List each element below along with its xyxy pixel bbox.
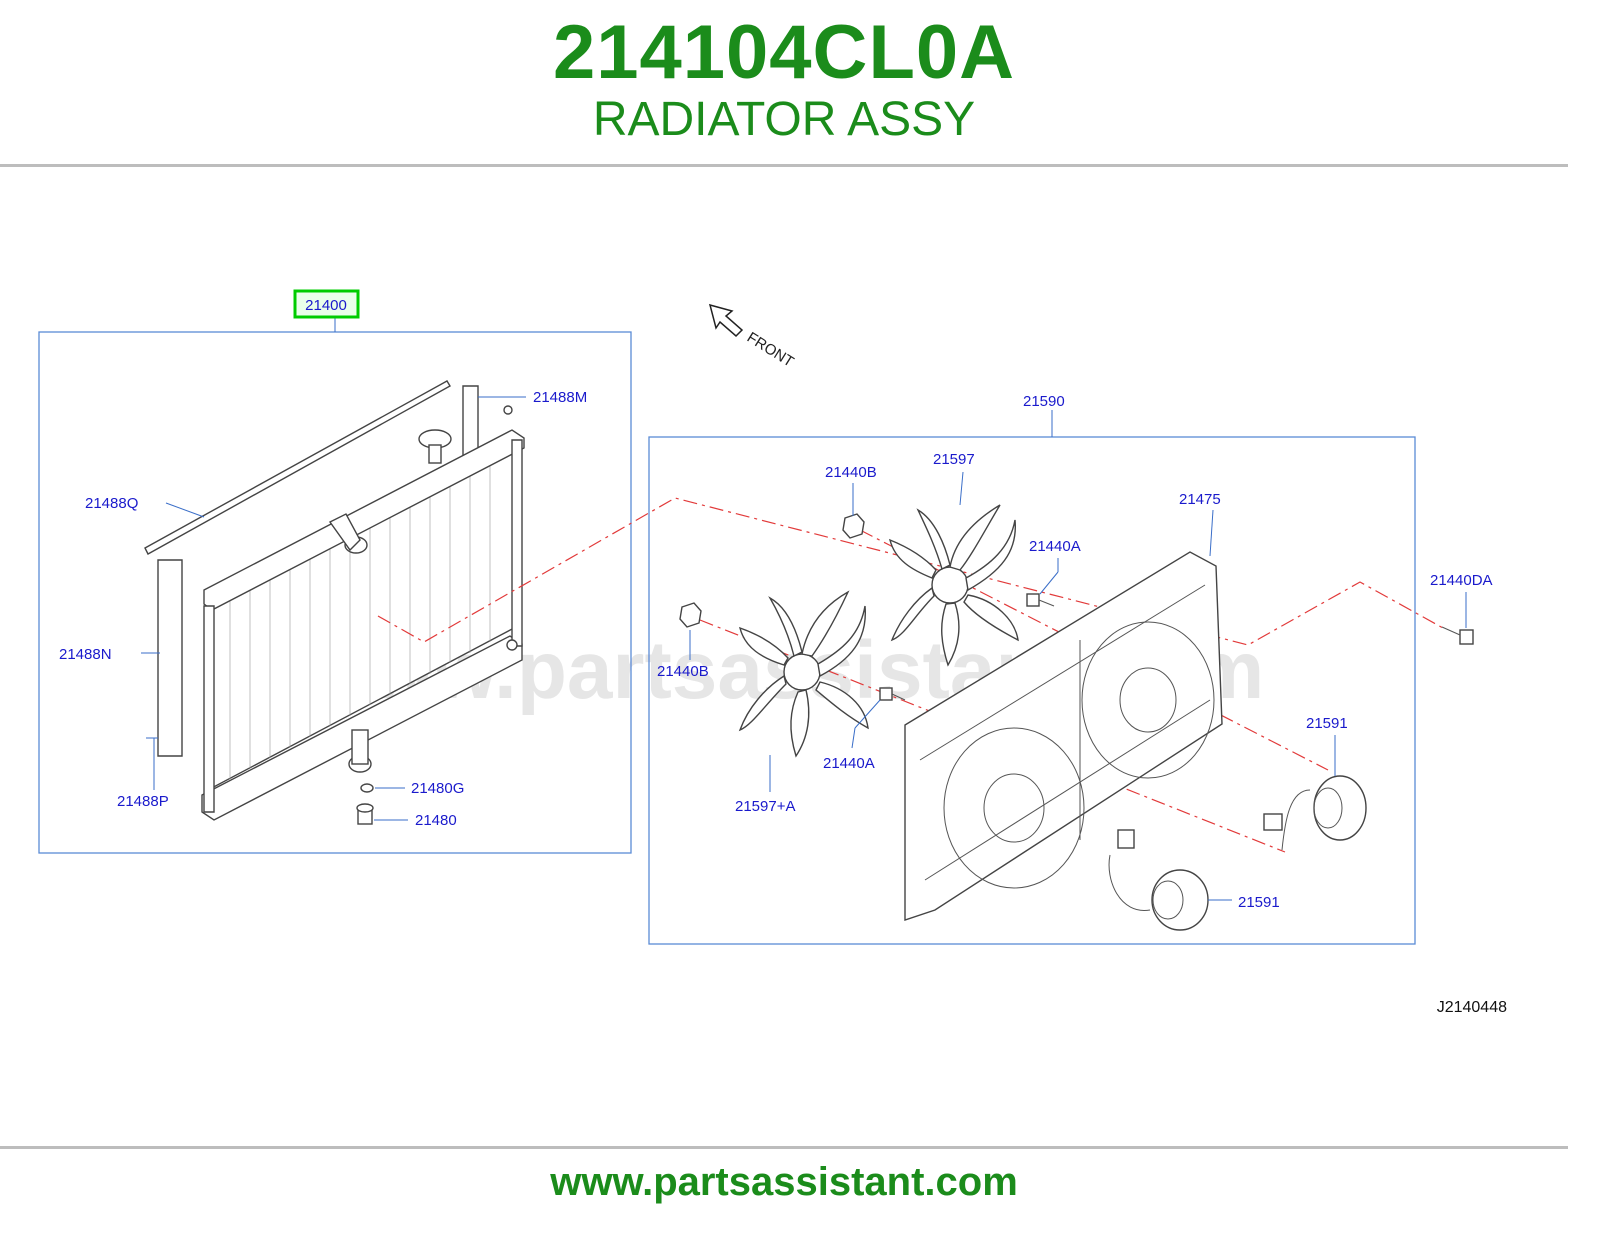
callout-21400[interactable]: 21400 [305,297,347,314]
callout-21591-bottom[interactable]: 21591 [1238,894,1280,911]
parts-diagram: www.partsassistant.com FRONT 21400 [38,289,1507,1016]
callout-21440DA[interactable]: 21440DA [1430,572,1493,589]
drawing-code: J2140448 [1437,999,1507,1016]
nut-21440B-lower-icon [679,602,702,628]
callout-21475[interactable]: 21475 [1179,491,1221,508]
callout-21591-right[interactable]: 21591 [1306,715,1348,732]
callout-21488P[interactable]: 21488P [117,793,169,810]
nut-21440B-upper-icon [842,513,865,539]
callout-21590[interactable]: 21590 [1023,393,1065,410]
front-arrow-icon [708,303,744,338]
page-header: 214104CL0A RADIATOR ASSY [0,0,1568,165]
fan-group-box [648,436,1416,945]
front-label: FRONT [744,329,797,371]
bolt-21440DA-icon [1441,626,1474,645]
bolt-21440A-upper-icon [1026,593,1055,607]
radiator-drawing [144,380,525,825]
callout-21440B-left[interactable]: 21440B [657,663,709,680]
callout-21488Q[interactable]: 21488Q [85,495,138,512]
highlight-21400-frame [293,289,360,319]
callout-21440B-top[interactable]: 21440B [825,464,877,481]
footer-divider [0,1146,1568,1149]
part-name-subtitle: RADIATOR ASSY [592,93,976,146]
footer-site-url[interactable]: www.partsassistant.com [550,1160,1018,1204]
callout-21597A[interactable]: 21597+A [735,798,795,815]
callout-21480[interactable]: 21480 [415,812,457,829]
fan-blade-lower [738,590,869,758]
fan-motor-right [1263,775,1367,851]
fan-blade-upper [888,504,1019,667]
callout-21488M[interactable]: 21488M [533,389,587,406]
callout-21597[interactable]: 21597 [933,451,975,468]
callout-21480G[interactable]: 21480G [411,780,464,797]
callout-21488N[interactable]: 21488N [59,646,112,663]
part-number-title: 214104CL0A [552,10,1016,95]
fan-motor-bottom [1108,829,1209,931]
callout-21440A-mid[interactable]: 21440A [823,755,875,772]
callout-21440A-top[interactable]: 21440A [1029,538,1081,555]
fan-shroud-drawing [904,551,1223,921]
header-divider [0,164,1568,167]
bolt-21440A-lower-icon [879,687,906,701]
